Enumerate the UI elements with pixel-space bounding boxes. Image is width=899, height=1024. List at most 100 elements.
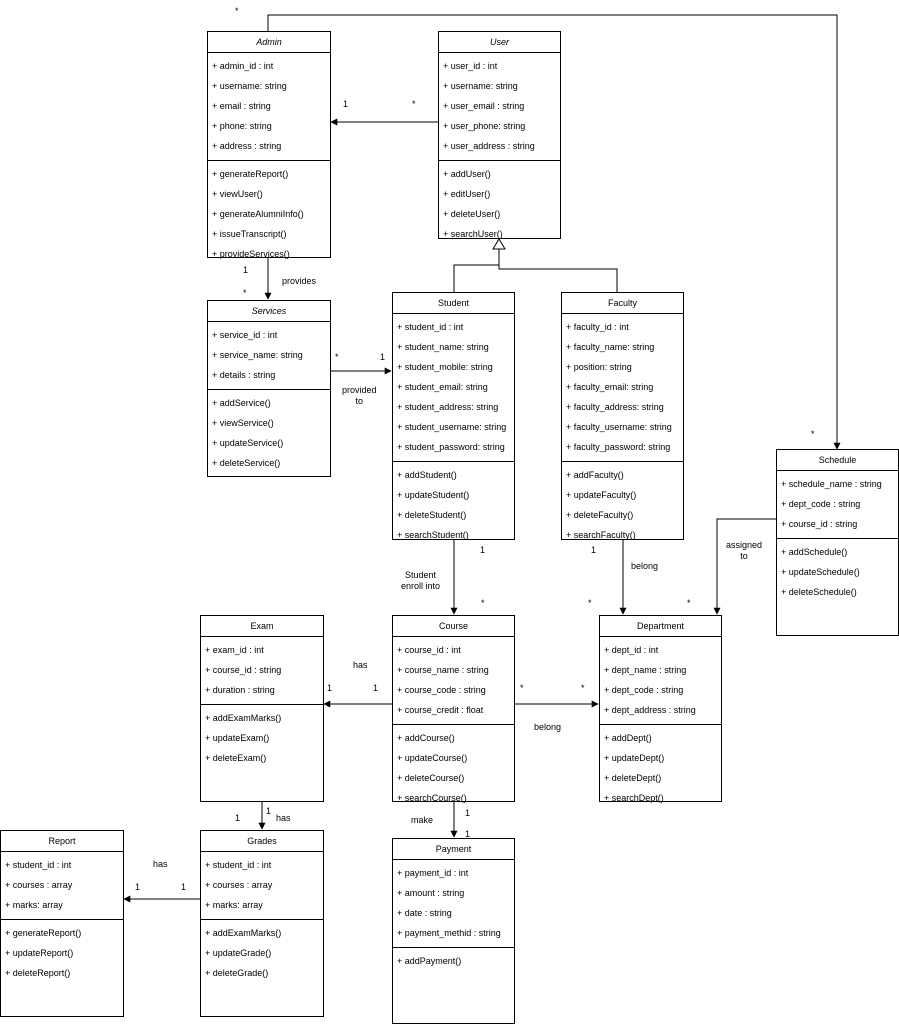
attribute-row: + dept_code : string bbox=[781, 499, 861, 509]
method-row: + deleteFaculty() bbox=[566, 510, 634, 520]
attributes-section: + student_id : int+ courses : array+ mar… bbox=[201, 852, 323, 920]
attribute-row: + course_id : string bbox=[781, 519, 858, 529]
attribute-row: + user_address : string bbox=[443, 141, 535, 151]
association-label: has bbox=[353, 660, 368, 670]
attribute-row: + position: string bbox=[566, 362, 632, 372]
methods-section: + addSchedule()+ updateSchedule()+ delet… bbox=[777, 539, 898, 606]
class-schedule[interactable]: Schedule + schedule_name : string+ dept_… bbox=[776, 449, 899, 636]
method-row: + addFaculty() bbox=[566, 470, 624, 480]
class-services[interactable]: Services + service_id : int+ service_nam… bbox=[207, 300, 331, 477]
method-row: + addService() bbox=[212, 398, 271, 408]
class-course[interactable]: Course + course_id : int+ course_name : … bbox=[392, 615, 515, 803]
method-row: + addStudent() bbox=[397, 470, 457, 480]
attribute-row: + student_name: string bbox=[397, 342, 489, 352]
admin-schedule-line bbox=[267, 14, 841, 450]
attribute-row: + student_address: string bbox=[397, 402, 499, 412]
class-report[interactable]: Report + student_id : int+ courses : arr… bbox=[0, 830, 124, 1017]
attribute-row: + payment_methid : string bbox=[397, 928, 501, 938]
attribute-row: + dept_code : string bbox=[604, 685, 684, 695]
method-row: + deleteDept() bbox=[604, 773, 662, 783]
multiplicity-label: * bbox=[481, 598, 485, 608]
method-row: + viewService() bbox=[212, 418, 274, 428]
methods-section: + addStudent()+ updateStudent()+ deleteS… bbox=[393, 462, 514, 549]
attribute-row: + student_id : int bbox=[205, 860, 272, 870]
method-row: + deleteExam() bbox=[205, 753, 267, 763]
class-title: Admin bbox=[208, 32, 330, 53]
class-title: Faculty bbox=[562, 293, 683, 314]
association-label: make bbox=[411, 815, 434, 825]
method-row: + generateReport() bbox=[212, 169, 289, 179]
class-payment[interactable]: Payment + payment_id : int+ amount : str… bbox=[392, 838, 515, 1024]
class-exam[interactable]: Exam + exam_id : int+ course_id : string… bbox=[200, 615, 324, 802]
method-row: + addUser() bbox=[443, 169, 491, 179]
class-admin[interactable]: Admin + admin_id : int+ username: string… bbox=[207, 31, 331, 259]
multiplicity-label: * bbox=[588, 598, 592, 608]
attribute-row: + student_id : int bbox=[397, 322, 464, 332]
multiplicity-label: * bbox=[811, 429, 815, 439]
method-row: + searchUser() bbox=[443, 229, 503, 239]
method-row: + addDept() bbox=[604, 733, 652, 743]
attribute-row: + faculty_address: string bbox=[566, 402, 664, 412]
class-faculty[interactable]: Faculty + faculty_id : int+ faculty_name… bbox=[561, 292, 684, 540]
class-student[interactable]: Student + student_id : int+ student_name… bbox=[392, 292, 515, 540]
multiplicity-label: 1 bbox=[181, 882, 187, 892]
class-user[interactable]: User + user_id : int+ username: string+ … bbox=[438, 31, 561, 239]
method-row: + deleteGrade() bbox=[205, 968, 269, 978]
attribute-row: + email : string bbox=[212, 101, 271, 111]
method-row: + updateFaculty() bbox=[566, 490, 637, 500]
class-title: Course bbox=[393, 616, 514, 637]
attribute-row: + user_phone: string bbox=[443, 121, 526, 131]
class-title: Schedule bbox=[777, 450, 898, 471]
method-row: + addPayment() bbox=[397, 956, 462, 966]
schedule-department-line bbox=[713, 518, 776, 615]
attributes-section: + service_id : int+ service_name: string… bbox=[208, 322, 330, 390]
attributes-section: + student_id : int+ courses : array+ mar… bbox=[1, 852, 123, 920]
multiplicity-label: 1 bbox=[465, 829, 471, 839]
association-label: provides bbox=[282, 276, 317, 286]
methods-section: + addPayment() bbox=[393, 948, 514, 975]
methods-section: + addDept()+ updateDept()+ deleteDept()+… bbox=[600, 725, 721, 812]
method-row: + addExamMarks() bbox=[205, 713, 282, 723]
association-label: belong bbox=[631, 561, 659, 571]
method-row: + provideServices() bbox=[212, 249, 290, 259]
attribute-row: + date : string bbox=[397, 908, 452, 918]
class-title: Services bbox=[208, 301, 330, 322]
method-row: + updateExam() bbox=[205, 733, 270, 743]
method-row: + addCourse() bbox=[397, 733, 455, 743]
attribute-row: + faculty_password: string bbox=[566, 442, 671, 452]
methods-section: + addExamMarks()+ updateGrade()+ deleteG… bbox=[201, 920, 323, 987]
method-row: + generateReport() bbox=[5, 928, 82, 938]
method-row: + addSchedule() bbox=[781, 547, 848, 557]
class-department[interactable]: Department + dept_id : int+ dept_name : … bbox=[599, 615, 722, 803]
faculty-generalization-line bbox=[498, 249, 618, 292]
attribute-row: + address : string bbox=[212, 141, 282, 151]
attribute-row: + student_email: string bbox=[397, 382, 488, 392]
method-row: + updateCourse() bbox=[397, 753, 468, 763]
generalization-triangle bbox=[492, 238, 506, 250]
multiplicity-label: 1 bbox=[243, 265, 249, 275]
methods-section: + addService() + viewService() + updateSer… bbox=[208, 390, 330, 477]
multiplicity-label: 1 bbox=[235, 813, 241, 823]
attribute-row: + payment_id : int bbox=[397, 868, 469, 878]
class-grades[interactable]: Grades + student_id : int+ courses : arr… bbox=[200, 830, 324, 1017]
attribute-row: + exam_id : int bbox=[205, 645, 264, 655]
attribute-row: + details : string bbox=[212, 370, 276, 380]
attribute-row: + course_code : string bbox=[397, 685, 486, 695]
multiplicity-label: * bbox=[687, 598, 691, 608]
attributes-section: + student_id : int + student_name: string… bbox=[393, 314, 514, 462]
method-row: + updateService() bbox=[212, 438, 284, 448]
attribute-row: + courses : array bbox=[5, 880, 73, 890]
method-row: + updateSchedule() bbox=[781, 567, 860, 577]
attribute-row: + dept_id : int bbox=[604, 645, 659, 655]
attribute-row: + marks: array bbox=[5, 900, 63, 910]
attribute-row: + dept_address : string bbox=[604, 705, 696, 715]
attribute-row: + phone: string bbox=[212, 121, 272, 131]
attribute-row: + username: string bbox=[443, 81, 518, 91]
method-row: + updateReport() bbox=[5, 948, 74, 958]
attribute-row: + service_name: string bbox=[212, 350, 303, 360]
multiplicity-label: * bbox=[520, 683, 524, 693]
attribute-row: + student_password: string bbox=[397, 442, 505, 452]
attribute-row: + courses : array bbox=[205, 880, 273, 890]
class-title: Payment bbox=[393, 839, 514, 860]
